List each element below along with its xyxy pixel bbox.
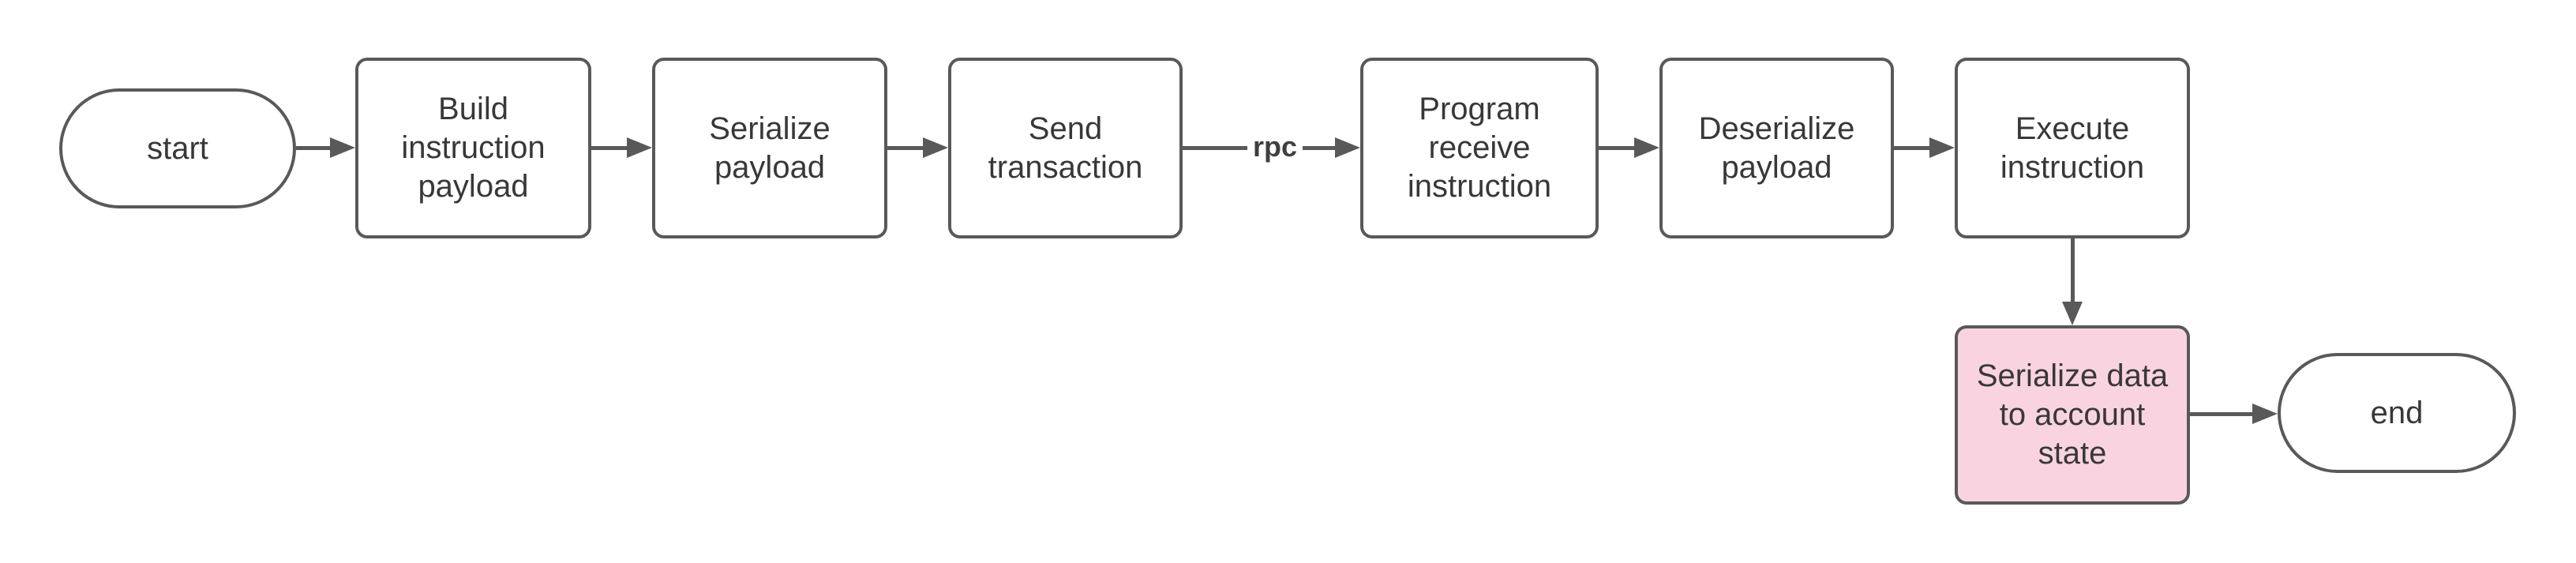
- node-serialize-data-to-account-state: Serialize data to account state: [1955, 325, 2190, 505]
- node-label: Serialize payload: [709, 111, 831, 185]
- node-send-transaction: Send transaction: [948, 58, 1183, 238]
- arrowhead-icon: [1929, 137, 1955, 158]
- node-label: Build instruction payload: [401, 92, 546, 204]
- node-label: Send transaction: [988, 111, 1143, 185]
- node-deserialize-payload: Deserialize payload: [1659, 58, 1894, 238]
- node-label: start: [147, 130, 208, 166]
- arrow-line-program-to-deserialize: [1599, 146, 1634, 150]
- node-serialize-payload: Serialize payload: [652, 58, 887, 238]
- node-build-instruction-payload: Build instruction payload: [355, 58, 591, 238]
- node-end: end: [2278, 353, 2516, 473]
- node-label: Program receive instruction: [1407, 92, 1552, 204]
- node-label: Serialize data to account state: [1976, 358, 2169, 471]
- node-program-receive-instruction: Program receive instruction: [1360, 58, 1599, 238]
- node-start: start: [59, 88, 296, 208]
- arrowhead-icon: [627, 137, 652, 158]
- arrow-line-execute-to-serialize-data: [2071, 238, 2075, 303]
- arrow-line-build-to-serialize: [591, 146, 627, 150]
- arrowhead-icon: [1634, 137, 1659, 158]
- arrow-line-serialize-data-to-end: [2190, 412, 2252, 416]
- arrowhead-icon: [1335, 137, 1360, 158]
- arrowhead-icon: [2062, 302, 2083, 325]
- node-label: Execute instruction: [2000, 111, 2145, 185]
- arrowhead-icon: [330, 137, 355, 158]
- node-label: Deserialize payload: [1698, 111, 1855, 185]
- arrowhead-icon: [2252, 403, 2278, 424]
- arrowhead-icon: [923, 137, 948, 158]
- arrow-line-deserialize-to-execute: [1894, 146, 1929, 150]
- node-execute-instruction: Execute instruction: [1955, 58, 2190, 238]
- node-label: end: [2370, 395, 2424, 430]
- arrow-line-serialize-to-send: [887, 146, 923, 150]
- edge-label-rpc: rpc: [1247, 129, 1303, 164]
- arrow-line-start-to-build: [296, 146, 332, 150]
